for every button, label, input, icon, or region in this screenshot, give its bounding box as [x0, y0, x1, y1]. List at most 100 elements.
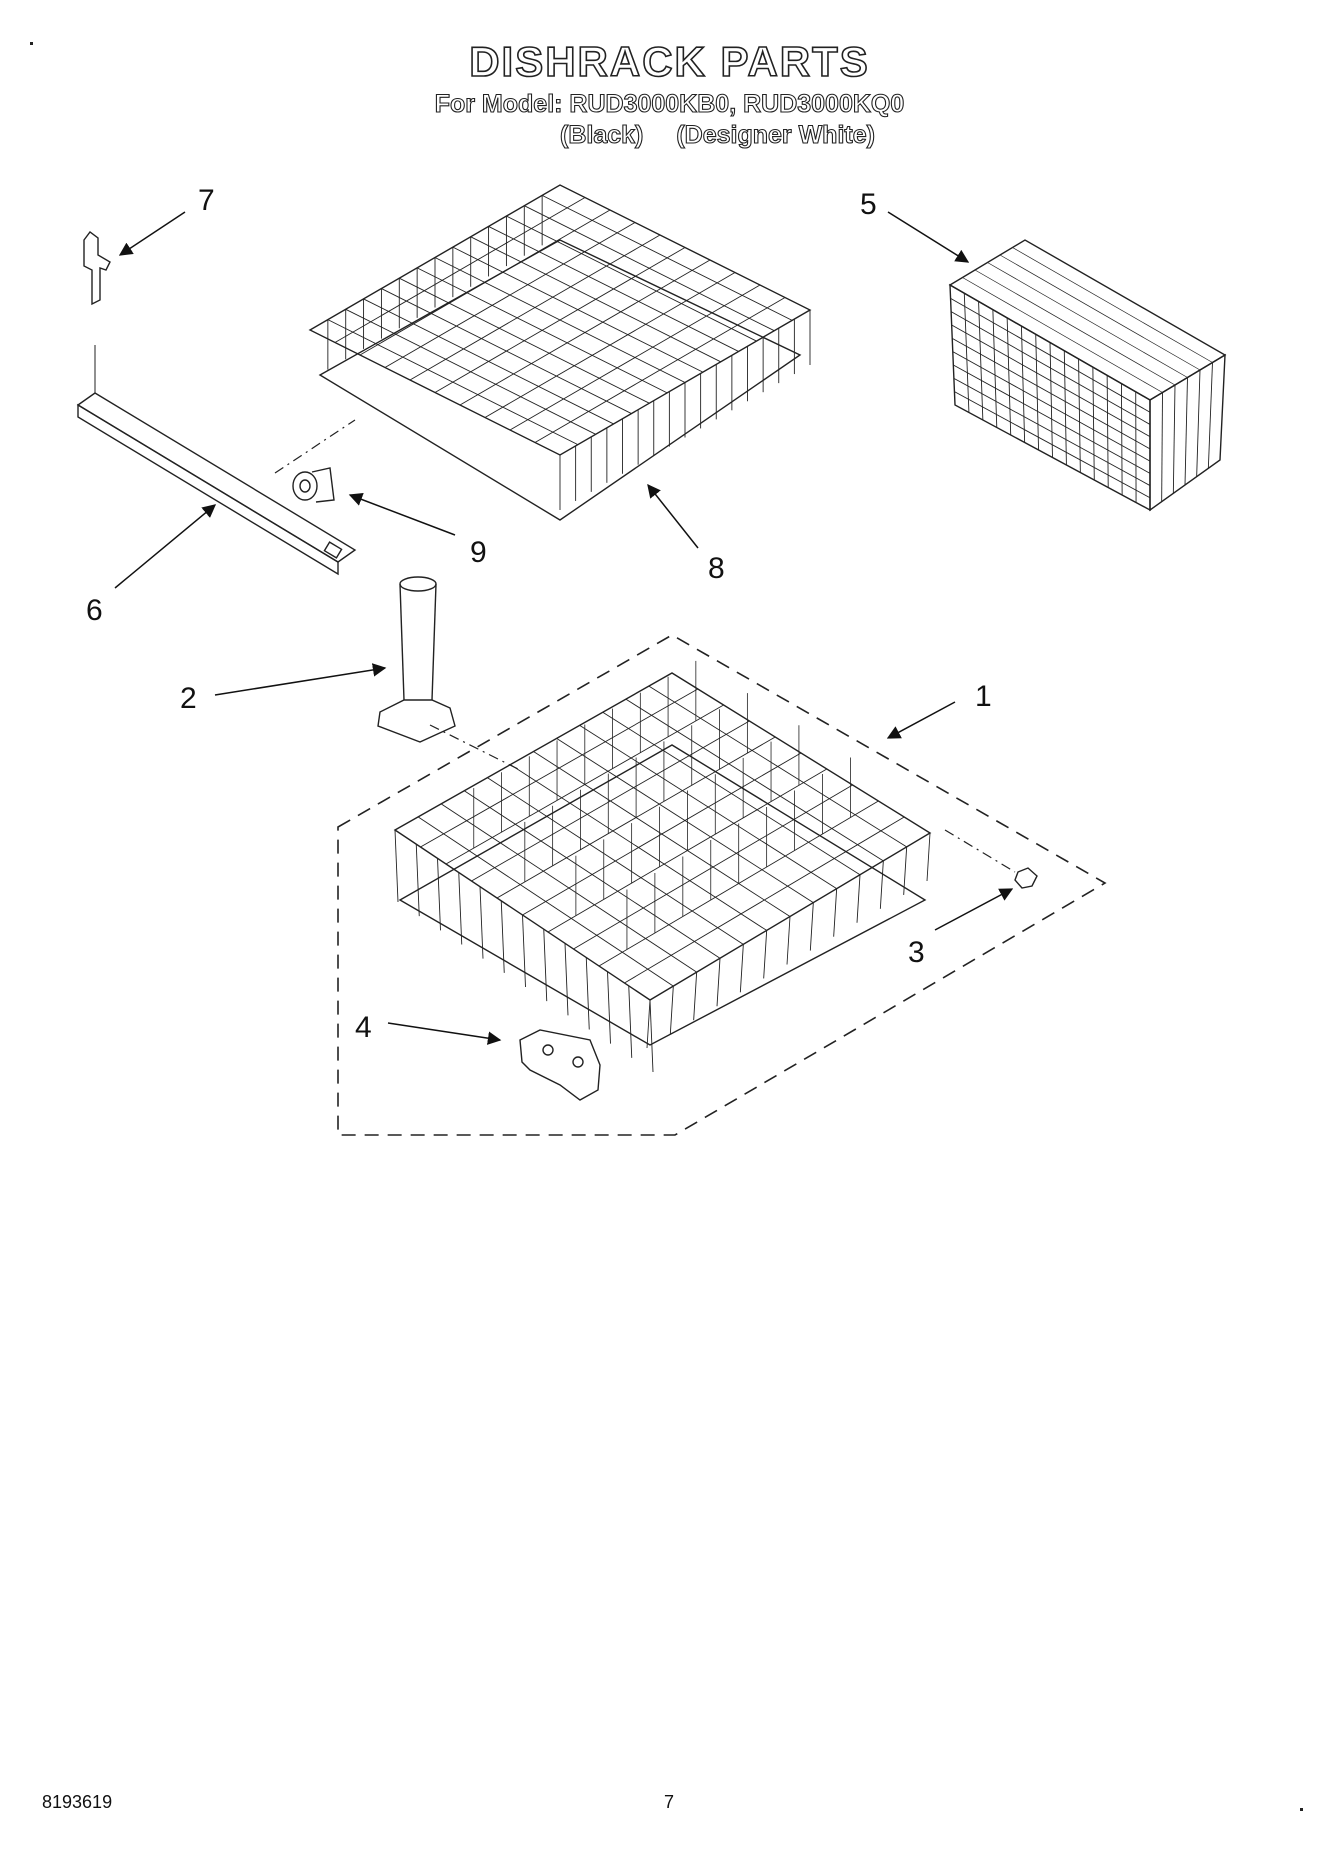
wire: [809, 902, 814, 951]
wire: [522, 752, 802, 916]
silverware-basket: [948, 239, 1227, 512]
wire: [415, 844, 420, 917]
wire: [1020, 326, 1026, 443]
wire: [1006, 317, 1012, 436]
wire: [856, 874, 861, 923]
wire: [628, 985, 633, 1058]
document-number: 8193619: [42, 1792, 113, 1812]
wire: [952, 351, 1151, 462]
wire: [646, 999, 651, 1049]
wire: [500, 900, 505, 973]
wire: [954, 391, 1151, 499]
wire: [1078, 358, 1081, 473]
scan-dot: [1300, 1808, 1303, 1811]
wire: [434, 247, 686, 393]
wire: [573, 784, 853, 950]
callout-8: 8: [708, 552, 725, 585]
wire: [649, 999, 654, 1073]
callout-2: 2: [180, 682, 197, 715]
wire: [471, 720, 750, 882]
wire: [962, 277, 1163, 393]
callout-labels: 1 2 3 4 5 6 7 8 9: [86, 184, 992, 1044]
color-white-label: (Designer White): [676, 120, 876, 149]
callout-5: 5: [860, 188, 877, 221]
wire: [693, 972, 698, 1021]
wire: [534, 297, 786, 443]
wire: [437, 858, 441, 931]
roller-clip: [519, 1029, 601, 1101]
wire: [716, 958, 721, 1007]
wire: [334, 197, 586, 343]
wire: [974, 269, 1176, 386]
wire: [999, 254, 1201, 371]
lower-dishrack: [393, 660, 932, 1073]
wire: [585, 957, 590, 1030]
wire: [394, 829, 399, 903]
wire: [950, 297, 1151, 413]
wire: [833, 888, 838, 937]
wire: [484, 272, 736, 418]
wire: [458, 872, 463, 945]
wire: [459, 259, 711, 406]
wire: [420, 688, 699, 848]
wire: [607, 971, 611, 1044]
model-line: For Model: RUD3000KB0, RUD3000KQ0: [434, 89, 905, 118]
wire: [987, 262, 1188, 378]
wire: [1106, 375, 1109, 488]
wire: [953, 377, 1151, 486]
page-number: 7: [664, 1792, 675, 1812]
callout-6: 6: [86, 594, 103, 627]
wire: [950, 311, 1151, 425]
track-stop: [83, 231, 111, 306]
wire: [1092, 367, 1095, 481]
wire: [953, 364, 1151, 474]
color-black-label: (Black): [559, 120, 644, 149]
wire: [1035, 334, 1040, 451]
color-variants: (Black) (Designer White): [559, 120, 901, 150]
callout-7: 7: [198, 184, 215, 217]
alignment-lines: [274, 419, 1016, 873]
wire: [479, 886, 484, 959]
wire: [1049, 342, 1053, 458]
wire: [1196, 369, 1201, 477]
assembly-outline: [337, 634, 1107, 1136]
wire: [879, 860, 884, 909]
wire: [1120, 383, 1123, 496]
wire: [359, 209, 611, 356]
wire: [739, 944, 744, 993]
spray-tower: [377, 576, 456, 743]
wire: [1012, 247, 1213, 363]
wire: [564, 943, 569, 1016]
callout-1: 1: [975, 680, 992, 713]
upper-dishrack: [308, 184, 812, 521]
wire: [509, 284, 761, 431]
wire: [926, 832, 931, 882]
leader-arrows: [114, 211, 1014, 1045]
rack-roller: [292, 467, 335, 503]
wire: [952, 337, 1151, 450]
wire: [903, 846, 908, 895]
wire: [522, 914, 526, 988]
wire: [992, 309, 998, 428]
wire: [963, 293, 970, 413]
callout-9: 9: [470, 536, 487, 569]
wire: [1063, 350, 1067, 466]
wire: [786, 916, 791, 965]
rack-track: [76, 345, 357, 576]
wire: [1161, 392, 1163, 502]
wire: [1172, 384, 1176, 494]
wire: [543, 929, 548, 1002]
wire: [409, 234, 661, 381]
wire: [763, 930, 768, 979]
wire: [624, 816, 905, 984]
wire: [978, 301, 984, 421]
wire: [384, 222, 636, 368]
page-title: DISHRACK PARTS: [468, 37, 870, 86]
callout-3: 3: [908, 936, 925, 969]
wire: [669, 986, 674, 1035]
scan-dot: [30, 42, 33, 45]
wire: [951, 324, 1151, 438]
wire: [1184, 377, 1188, 486]
wire: [1207, 362, 1213, 469]
